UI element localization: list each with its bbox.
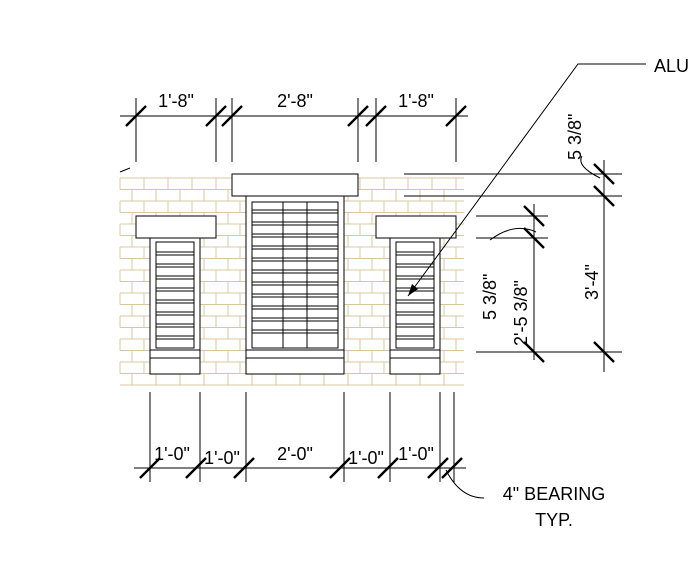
louver-slat <box>155 335 195 340</box>
louver-slat <box>155 263 195 268</box>
dim-right-upper-small: 5 3/8" <box>565 114 585 160</box>
top-dimension-string: 1'-8" 2'-8" 1'-8" <box>120 91 468 162</box>
dim-top-right: 1'-8" <box>398 91 434 111</box>
dim-right-middle-small: 5 3/8" <box>480 274 500 320</box>
right-window-frame <box>389 237 441 351</box>
dim-right-middle-height: 2'-5 3/8" <box>511 280 531 346</box>
louver-slat <box>251 293 339 298</box>
louver-slat <box>251 269 339 274</box>
bottom-dimension-string: 1'-0" 1'-0" 2'-0" 1'-0" 1'-0" <box>134 392 466 482</box>
callouts: ALU 4" BEARING TYP. <box>407 56 689 530</box>
dim-bottom-4: 1'-0" <box>348 448 384 468</box>
callout-bearing: 4" BEARING <box>503 484 605 504</box>
louver-slat <box>251 317 339 322</box>
louver-slat <box>251 305 339 310</box>
center-window-lintel <box>231 173 359 197</box>
louver-slat <box>251 221 339 226</box>
leader-arrowhead <box>408 284 418 296</box>
louver-slat <box>155 275 195 280</box>
callout-bearing-typ: TYP. <box>535 510 573 530</box>
louver-slat <box>251 233 339 238</box>
left-window-lintel <box>135 215 217 239</box>
dim-bottom-5: 1'-0" <box>398 444 434 464</box>
left-window-sill <box>149 349 201 375</box>
louver-slat <box>395 275 435 280</box>
louver-slat <box>155 311 195 316</box>
dim-right-overall: 3'-4" <box>582 264 602 300</box>
louver-slat <box>395 335 435 340</box>
center-window-sill <box>245 349 345 375</box>
louver-slat <box>155 323 195 328</box>
louver-slat <box>395 263 435 268</box>
right-window-sill <box>389 349 441 375</box>
dim-top-left: 1'-8" <box>158 91 194 111</box>
dim-top-center: 2'-8" <box>277 91 313 111</box>
dim-bottom-1: 1'-0" <box>154 444 190 464</box>
dim-bottom-3: 2'-0" <box>277 444 313 464</box>
center-window <box>231 173 359 375</box>
louver-slat <box>155 251 195 256</box>
louver-slat <box>251 329 339 334</box>
louver-slat <box>251 281 339 286</box>
louver-slat <box>395 311 435 316</box>
left-window-frame <box>149 237 201 351</box>
louver-slat <box>251 257 339 262</box>
left-window <box>135 215 217 375</box>
louver-slat <box>155 299 195 304</box>
right-dimension-strings: 5 3/8" 3'-4" 5 3/8" 2'-5 3/8" <box>404 114 622 372</box>
right-window <box>375 215 457 375</box>
dim-bottom-2: 1'-0" <box>204 448 240 468</box>
right-window-lintel <box>375 215 457 239</box>
louver-slat <box>395 299 435 304</box>
louver-slat <box>251 209 339 214</box>
louver-slat <box>395 251 435 256</box>
louver-slat <box>251 245 339 250</box>
louver-slat <box>155 287 195 292</box>
louver-slat <box>395 323 435 328</box>
callout-alu: ALU <box>654 56 689 76</box>
